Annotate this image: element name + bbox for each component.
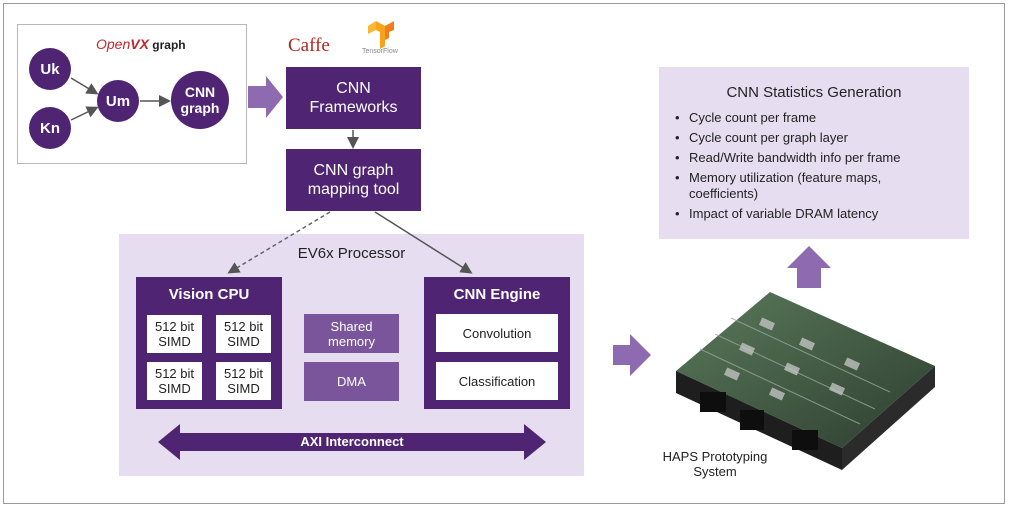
dma-box: DMA [304, 362, 399, 401]
simd-block: 512 bit SIMD [216, 362, 271, 400]
simd-block: 512 bit SIMD [147, 315, 202, 353]
stat-item: Read/Write bandwidth info per frame [673, 150, 963, 166]
axi-interconnect-label: AXI Interconnect [300, 434, 404, 449]
caffe-logo: Caffe [288, 35, 330, 56]
node-cnn-graph: CNN graph [171, 71, 229, 129]
tensorflow-label: TensorFlow [362, 48, 398, 55]
stat-item: Cycle count per graph layer [673, 130, 963, 146]
cnn-engine-title: CNN Engine [453, 286, 541, 303]
vision-cpu-title: Vision CPU [168, 286, 250, 303]
tensorflow-icon [368, 21, 394, 49]
openvx-logo: OpenVX graph [96, 36, 186, 52]
cnn-statistics-list: Cycle count per frame Cycle count per gr… [673, 110, 963, 226]
openvx-logo-vx: VX [130, 36, 149, 52]
simd-block: 512 bit SIMD [147, 362, 202, 400]
openvx-logo-open: Open [96, 36, 131, 52]
figure-frame [3, 3, 1005, 504]
openvx-logo-graph: graph [148, 38, 186, 52]
haps-label-line2: System [693, 464, 737, 479]
node-uk: Uk [29, 48, 71, 90]
node-um: Um [97, 80, 139, 122]
haps-label: HAPS Prototyping System [655, 449, 775, 479]
shared-memory-box: Shared memory [304, 314, 399, 353]
ev6x-processor-title: EV6x Processor [297, 245, 406, 262]
stat-item: Impact of variable DRAM latency [673, 206, 963, 222]
node-kn: Kn [29, 107, 71, 149]
tensorflow-logo: TensorFlow [360, 18, 410, 58]
simd-block: 512 bit SIMD [216, 315, 271, 353]
haps-label-line1: HAPS Prototyping [662, 449, 768, 464]
cnn-statistics-title: CNN Statistics Generation [726, 84, 902, 101]
stat-item: Memory utilization (feature maps, coeffi… [673, 170, 899, 202]
convolution-block: Convolution [436, 314, 558, 352]
stat-item: Cycle count per frame [673, 110, 963, 126]
cnn-frameworks-box: CNN Frameworks [286, 67, 421, 129]
classification-block: Classification [436, 362, 558, 400]
cnn-graph-mapping-tool-box: CNN graph mapping tool [286, 149, 421, 211]
